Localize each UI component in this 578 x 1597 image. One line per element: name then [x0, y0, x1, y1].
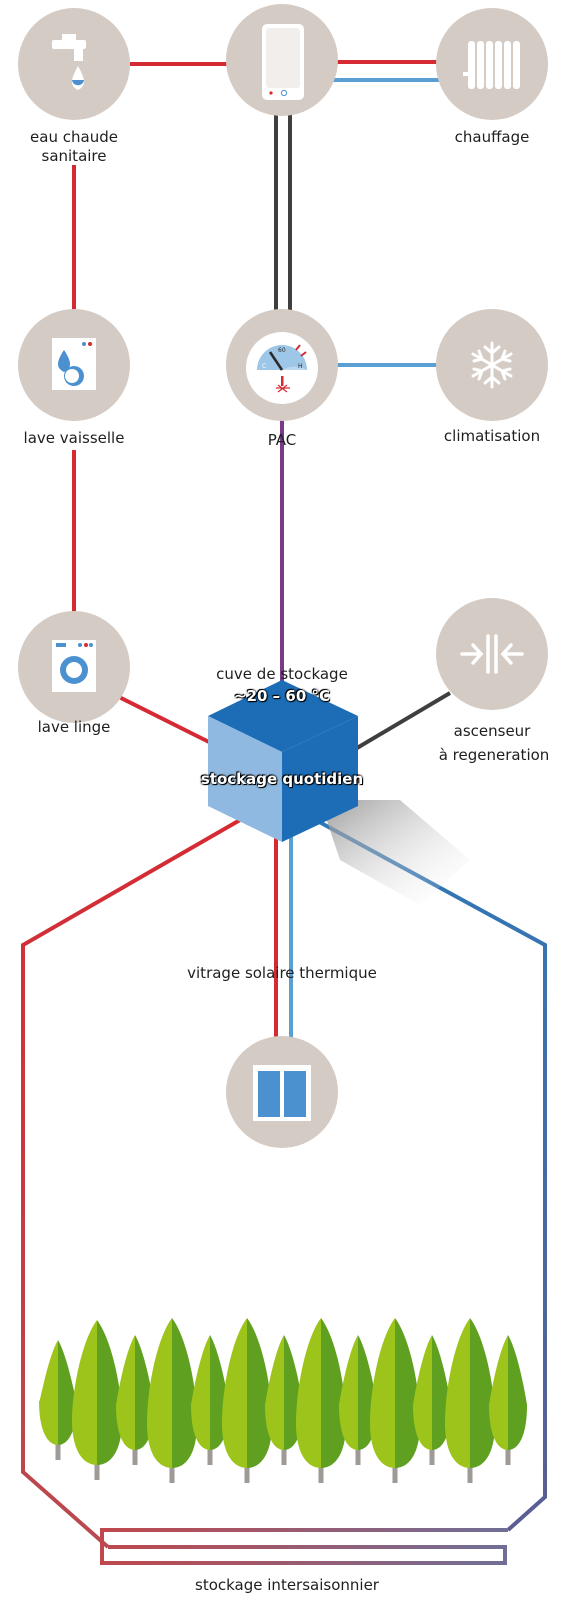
label-ascenseur-2: à regeneration [438, 746, 550, 764]
tree-icon [296, 1318, 346, 1483]
label-vitrage: vitrage solaire thermique [187, 964, 377, 982]
pipe-tank-lift [355, 691, 452, 750]
node-lave-vaisselle [18, 309, 130, 421]
pipe-washer-tank [114, 693, 216, 747]
gauge-c: C [262, 363, 266, 370]
dishwasher-icon [52, 338, 96, 390]
tree-icon [222, 1318, 272, 1483]
cube-top [208, 680, 358, 752]
node-chauffe-eau [226, 4, 338, 116]
node-lave-linge [18, 611, 130, 723]
cube-right-face [282, 716, 358, 842]
washing-machine-icon [52, 640, 96, 692]
label-stockage-quotidien: stockage quotidien [200, 770, 364, 788]
snowflake-icon [471, 341, 513, 389]
label-pac: PAC [267, 431, 297, 449]
intersaisonnier-loop [100, 1528, 508, 1565]
node-pac: C 60 H [226, 309, 338, 421]
label-eau-chaude-2: sanitaire [41, 147, 107, 165]
faucet-icon [52, 34, 86, 90]
tree-icon [445, 1318, 495, 1483]
forest [39, 1318, 527, 1483]
label-stockage-intersaisonnier: stockage intersaisonnier [195, 1576, 379, 1594]
label-climatisation: climatisation [443, 427, 541, 445]
node-climatisation [436, 309, 548, 421]
label-cuve-2: ~20 – 60 °C [234, 687, 330, 705]
cube-left-face [208, 716, 282, 842]
label-lave-vaisselle: lave vaisselle [23, 429, 125, 447]
gauge-60: 60 [278, 347, 286, 354]
tree-icon [370, 1318, 420, 1483]
tree-icon [489, 1335, 527, 1465]
label-ascenseur-1: ascenseur [453, 722, 531, 740]
node-ascenseur [436, 598, 548, 710]
node-chauffage [436, 8, 548, 120]
tree-icon [413, 1335, 451, 1465]
tree-icon [147, 1318, 197, 1483]
node-eau-chaude [18, 8, 130, 120]
tree-icon [72, 1320, 122, 1480]
label-lave-linge: lave linge [37, 718, 111, 736]
gauge-icon: C 60 H [257, 344, 307, 393]
window-icon [253, 1065, 311, 1121]
compress-arrows-icon [460, 634, 524, 674]
pipe-tank-left-loop [21, 818, 241, 1549]
node-vitrage [226, 1036, 338, 1148]
gauge-h: H [298, 363, 303, 370]
pipe-boiler-pac [274, 110, 292, 326]
label-chauffage: chauffage [454, 128, 530, 146]
storage-tank [208, 680, 470, 905]
cube-shadow [320, 800, 470, 905]
label-cuve-1: cuve de stockage [216, 665, 348, 683]
label-eau-chaude-1: eau chaude [30, 128, 118, 146]
tree-icon [39, 1340, 77, 1460]
water-heater-icon [262, 24, 304, 100]
radiator-icon [463, 41, 520, 89]
